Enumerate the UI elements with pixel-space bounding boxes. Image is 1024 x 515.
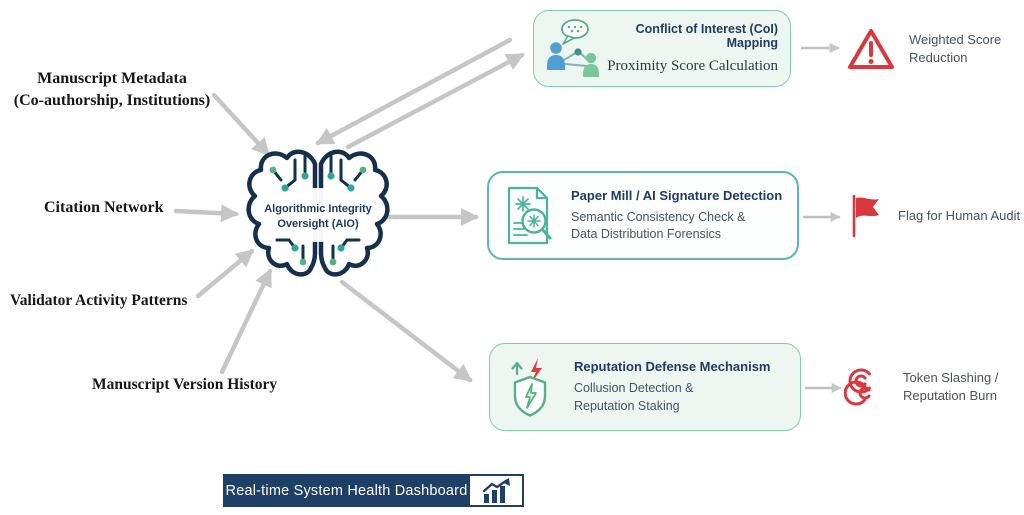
hub-title-line: Algorithmic Integrity — [264, 203, 372, 215]
input-label-line: (Co-authorship, Institutions) — [13, 92, 211, 110]
input-manuscript-metadata: Manuscript Metadata (Co-authorship, Inst… — [2, 68, 222, 113]
aio-hub — [243, 140, 393, 290]
process-subtitle-line: Reputation Staking — [574, 398, 680, 413]
input-label-line: Manuscript Metadata — [37, 70, 187, 87]
rising-bar-chart-icon — [482, 477, 510, 503]
process-subtitle-line: Collusion Detection & — [574, 381, 694, 395]
red-flag-icon — [852, 194, 879, 238]
outcome-weighted-score: Weighted Score Reduction — [846, 26, 1001, 72]
process-subtitle-line: Semantic Consistency Check & — [571, 209, 746, 224]
outcome-label-line: Reduction — [909, 50, 968, 65]
input-version-history: Manuscript Version History — [92, 376, 278, 393]
input-validator-activity: Validator Activity Patterns — [10, 292, 188, 309]
process-text-reputation: Reputation Defense Mechanism Collusion D… — [574, 359, 771, 415]
outcome-token-slashing: Token Slashing / Reputation Burn — [844, 364, 998, 410]
outcome-label: Flag for Human Audit — [898, 208, 1021, 224]
fingerprint-burn-icon — [844, 368, 871, 406]
process-subtitle: Semantic Consistency Check & Data Distri… — [571, 209, 782, 244]
arrow-citation-to-hub — [173, 204, 239, 223]
outcome-label: Token Slashing / Reputation Burn — [903, 369, 998, 404]
process-subtitle-line: Data Distribution Forensics — [571, 227, 722, 241]
arrow-hub-to-reputation — [339, 279, 473, 383]
outcome-flag-audit: Flag for Human Audit — [850, 194, 1020, 238]
outcome-label-line: Weighted Score — [909, 32, 1002, 48]
process-subtitle: Proximity Score Calculation — [607, 58, 778, 74]
input-citation-network: Citation Network — [44, 199, 164, 216]
arrow-hub-to-coi — [345, 52, 525, 150]
people-network-icon — [547, 18, 599, 77]
process-box-reputation-defense: Reputation Defense Mechanism Collusion D… — [489, 343, 801, 431]
process-box-coi-mapping: Conflict of Interest (CoI) Mapping Proxi… — [533, 10, 791, 87]
process-subtitle: Collusion Detection & Reputation Staking — [574, 380, 771, 415]
system-health-dashboard-bar: Real-time System Health Dashboard — [223, 474, 524, 507]
process-title: Reputation Defense Mechanism — [574, 359, 771, 374]
outcome-label: Weighted Score Reduction — [909, 31, 1001, 66]
document-scan-icon — [507, 186, 552, 244]
warning-triangle-icon — [848, 29, 894, 69]
shield-bolt-icon — [511, 358, 547, 417]
outcome-label-line: Token Slashing / — [903, 370, 999, 386]
outcome-label-line: Reputation Burn — [903, 388, 997, 403]
arrow-coi-to-hub — [315, 37, 513, 146]
process-title: Conflict of Interest (CoI) Mapping — [635, 22, 778, 50]
dashboard-label: Real-time System Health Dashboard — [225, 482, 468, 499]
process-text-paper-mill: Paper Mill / AI Signature Detection Sema… — [571, 188, 782, 244]
circuit-brain-icon — [246, 149, 390, 277]
hub-title: Algorithmic Integrity Oversight (AIO) — [250, 202, 386, 232]
dashboard-icon-box — [468, 476, 522, 505]
hub-title-line: Oversight (AIO) — [277, 217, 359, 230]
process-title: Paper Mill / AI Signature Detection — [571, 187, 783, 203]
process-text-coi: Conflict of Interest (CoI) Mapping Proxi… — [606, 22, 780, 75]
process-box-paper-mill: Paper Mill / AI Signature Detection Sema… — [487, 171, 799, 260]
